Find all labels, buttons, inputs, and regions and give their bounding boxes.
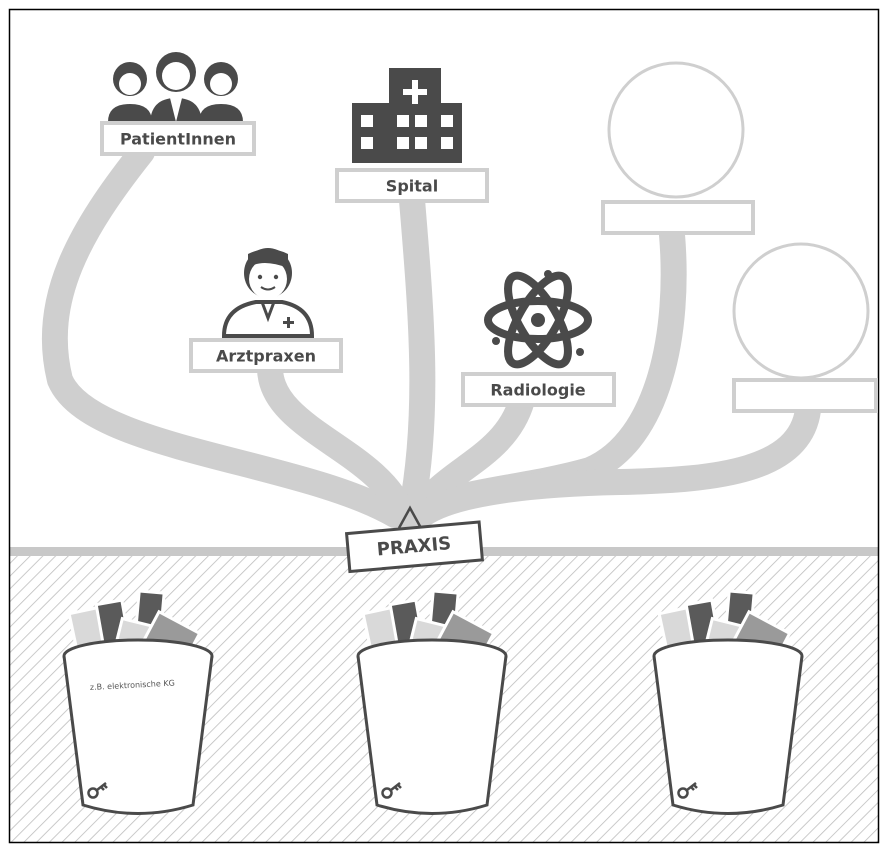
bin-1-note: z.B. elektronische KG [90,679,175,692]
hospital-icon [352,68,462,163]
branch-doctors [257,355,416,528]
label-hospital: Spital [335,168,489,203]
empty-node-2 [732,242,878,413]
doctor-icon [221,248,315,338]
frame [8,8,880,844]
key-icon [677,782,698,799]
label-patients: PatientInnen [100,121,256,156]
bin-3 [652,589,804,815]
people-icon [108,52,243,125]
label-doctors-text: Arztpraxen [216,347,316,366]
label-patients-text: PatientInnen [120,130,236,149]
branch-empty-2 [409,397,821,528]
label-radiology-text: Radiologie [490,381,585,400]
bin-2 [356,589,508,815]
key-icon [87,782,108,799]
branch-hospital [397,187,436,531]
key-icon [381,782,402,799]
tree-branches [41,139,821,531]
label-radiology: Radiologie [461,372,616,407]
branch-patients [41,139,408,528]
bin-1: z.B. elektronische KG [62,589,214,815]
atom-icon [484,270,592,369]
label-hospital-text: Spital [386,177,438,196]
empty-node-1 [601,61,755,235]
praxis-sign: PRAXIS [344,505,485,574]
label-doctors: Arztpraxen [189,338,343,373]
